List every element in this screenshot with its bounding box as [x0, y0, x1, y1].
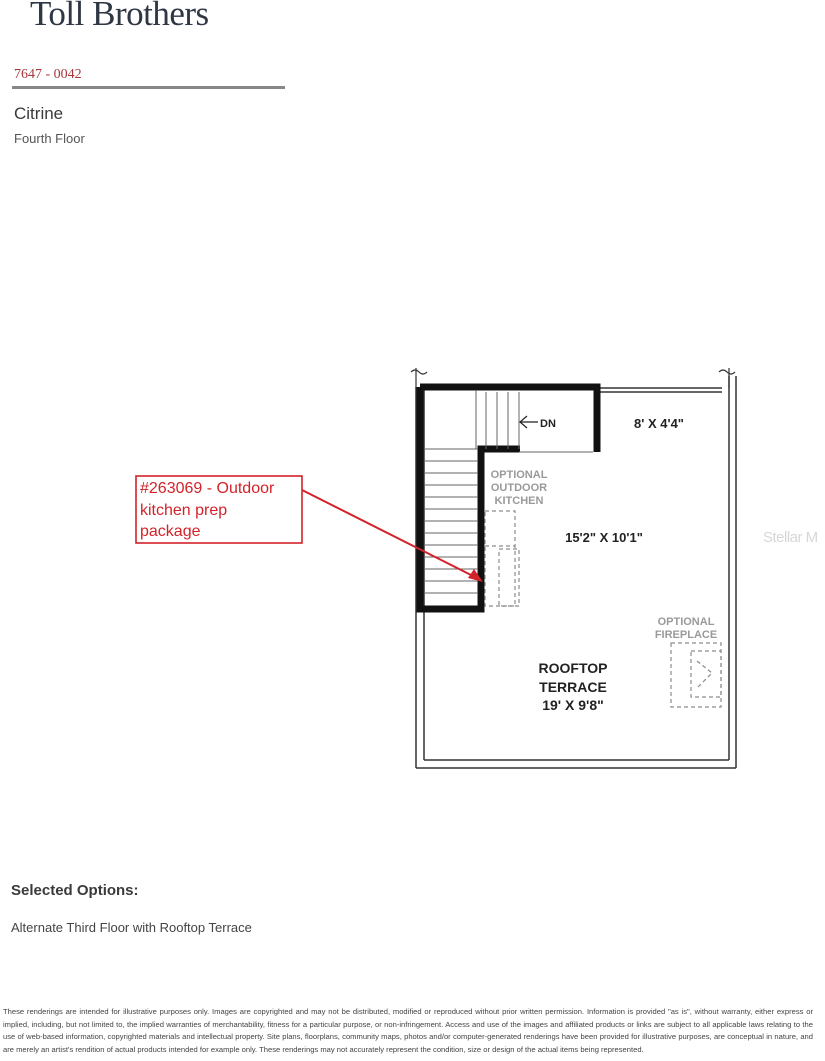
annotation-callout: #263069 - Outdoor kitchen prep package [135, 475, 483, 582]
stair-dn-label: DN [540, 418, 556, 430]
room-small-dims: 8' X 4'4" [634, 416, 684, 431]
annotation-line-3: package [140, 523, 201, 540]
optional-fireplace-outline [670, 642, 722, 708]
kitchen-label-3: KITCHEN [495, 495, 544, 507]
terrace-label-2: TERRACE [539, 679, 607, 695]
annotation-line-2: kitchen prep [140, 502, 227, 519]
annotation-line-1: #263069 - Outdoor [140, 480, 275, 497]
header-divider [12, 86, 285, 89]
brand-logo: Toll Brothers [30, 0, 209, 33]
watermark: Stellar M [763, 529, 818, 546]
kitchen-label-1: OPTIONAL [491, 469, 548, 481]
selected-option-item: Alternate Third Floor with Rooftop Terra… [11, 920, 252, 935]
selected-options-title: Selected Options: [11, 882, 139, 899]
disclaimer-text: These renderings are intended for illust… [3, 1007, 813, 1054]
fireplace-label-2: FIREPLACE [655, 629, 717, 641]
kitchen-label-2: OUTDOOR [491, 482, 547, 494]
optional-kitchen-outline [484, 510, 520, 607]
room-mid-dims: 15'2" X 10'1" [565, 530, 643, 545]
outer-walls [415, 376, 737, 769]
fireplace-label-1: OPTIONAL [658, 616, 715, 628]
wall-break-marks [410, 368, 736, 388]
stair-enclosure [416, 383, 601, 613]
terrace-dims: 19' X 9'8" [542, 697, 604, 713]
down-arrow-icon [519, 415, 538, 429]
staircase [424, 390, 593, 594]
floor-name: Fourth Floor [14, 131, 85, 146]
plan-name: Citrine [14, 104, 64, 123]
terrace-label-1: ROOFTOP [539, 660, 608, 676]
plan-code: 7647 - 0042 [14, 67, 82, 82]
